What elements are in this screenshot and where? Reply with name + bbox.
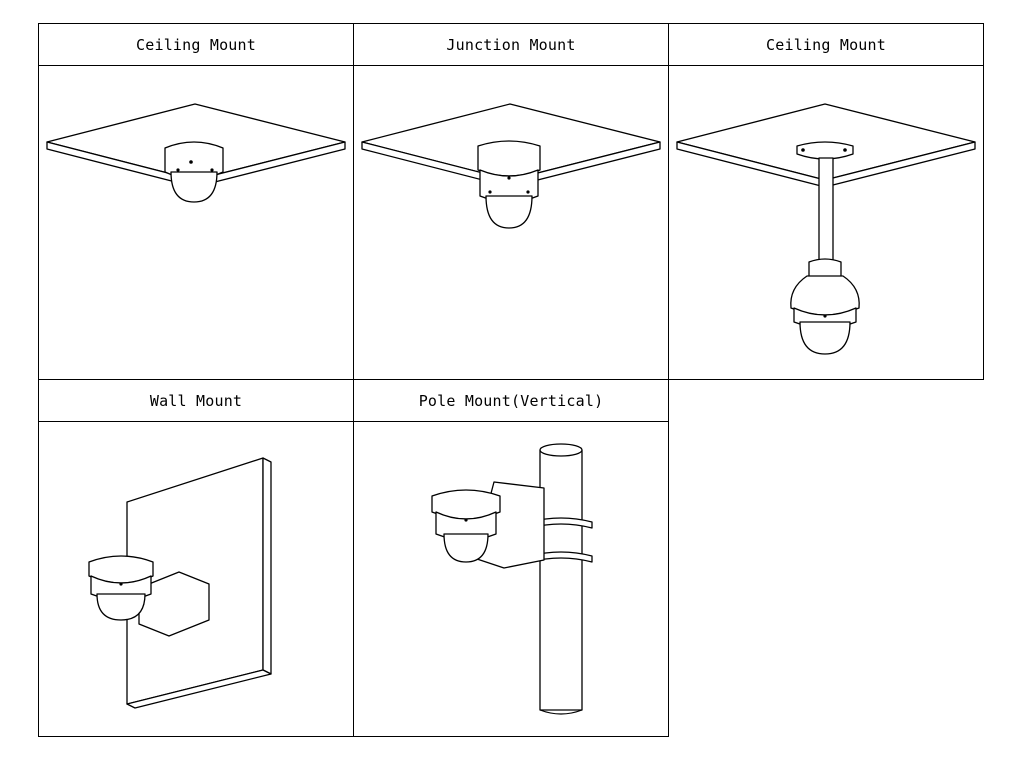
mount-panel-ceiling: Ceiling Mount bbox=[38, 23, 354, 380]
mount-label: Junction Mount bbox=[354, 24, 668, 66]
pole-mount-illustration bbox=[431, 443, 593, 715]
mount-label: Pole Mount(Vertical) bbox=[354, 380, 668, 422]
mount-label: Wall Mount bbox=[39, 380, 353, 422]
ceiling-mount-illustration bbox=[46, 103, 346, 203]
mount-panel-wall: Wall Mount bbox=[38, 379, 354, 737]
mount-panel-pole: Pole Mount(Vertical) bbox=[353, 379, 669, 737]
mount-panel-ceiling-pendant: Ceiling Mount bbox=[668, 23, 984, 380]
mount-label: Ceiling Mount bbox=[669, 24, 983, 66]
mount-label: Ceiling Mount bbox=[39, 24, 353, 66]
junction-mount-illustration bbox=[361, 103, 661, 229]
wall-mount-illustration bbox=[88, 457, 272, 709]
ceiling-pendant-mount-illustration bbox=[676, 103, 976, 355]
mount-panel-junction: Junction Mount bbox=[353, 23, 669, 380]
